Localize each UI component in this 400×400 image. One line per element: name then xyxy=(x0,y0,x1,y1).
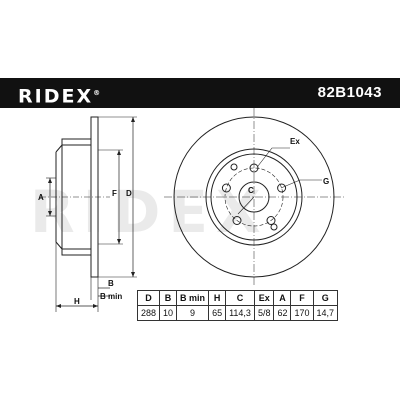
label-c: C xyxy=(248,186,254,195)
side-view-label-group: A F D B B min H xyxy=(38,189,132,306)
brand-name: RIDEX xyxy=(18,85,94,108)
spec-value-row: 288 10 9 65 114,3 5/8 62 170 14,7 xyxy=(136,305,339,321)
spec-header-cell: B xyxy=(159,290,178,306)
spec-header-cell: G xyxy=(312,290,339,306)
label-ex: Ex xyxy=(290,137,300,146)
registered-mark: ® xyxy=(93,89,101,97)
spec-header-cell: D xyxy=(136,290,161,306)
stud-hole xyxy=(221,183,231,193)
leader-g xyxy=(280,179,322,189)
front-view-label-group: Ex G C xyxy=(248,137,329,195)
spec-value-cell: 10 xyxy=(159,305,178,321)
side-view xyxy=(40,116,137,312)
brand-logo: RIDEX® xyxy=(18,83,101,106)
front-view xyxy=(164,108,344,286)
stud-hole xyxy=(277,183,287,193)
hat-face-top xyxy=(55,144,63,153)
stud-hole xyxy=(232,216,242,225)
spec-header-row: D B B min H C Ex A F G xyxy=(136,290,339,306)
spec-header-cell: A xyxy=(273,290,292,306)
label-g: G xyxy=(323,177,329,186)
dim-c-line xyxy=(237,196,255,215)
spec-header-cell: C xyxy=(225,290,255,306)
label-h: H xyxy=(74,297,80,306)
label-b-min: B min xyxy=(100,292,122,301)
label-b: B xyxy=(108,279,114,288)
retaining-screw-hole xyxy=(230,163,238,171)
stud-hole xyxy=(266,216,276,225)
spec-header-cell: B min xyxy=(176,290,210,306)
header-bar: RIDEX® 82B1043 xyxy=(0,78,400,108)
spec-value-cell: 65 xyxy=(208,305,227,321)
spec-value-cell: 170 xyxy=(290,305,314,321)
spec-value-cell: 114,3 xyxy=(225,305,255,321)
spec-header-cell: F xyxy=(290,290,314,306)
part-number: 82B1043 xyxy=(317,84,382,101)
spec-header-cell: Ex xyxy=(253,290,275,306)
hat-face-bottom xyxy=(55,241,63,250)
stud-hole xyxy=(249,163,259,173)
label-f: F xyxy=(112,189,117,198)
spec-header-cell: H xyxy=(208,290,227,306)
side-view-arrows xyxy=(48,117,135,308)
spec-value-cell: 5/8 xyxy=(253,305,275,321)
spec-value-cell: 288 xyxy=(136,305,161,321)
label-d: D xyxy=(126,189,132,198)
retaining-screw-hole xyxy=(270,223,278,231)
spec-value-cell: 62 xyxy=(273,305,292,321)
spec-table: D B B min H C Ex A F G 288 10 9 65 114,3… xyxy=(136,290,339,321)
spec-value-cell: 14,7 xyxy=(312,305,339,321)
label-a: A xyxy=(38,193,44,202)
leader-ex xyxy=(257,147,290,167)
spec-value-cell: 9 xyxy=(176,305,210,321)
